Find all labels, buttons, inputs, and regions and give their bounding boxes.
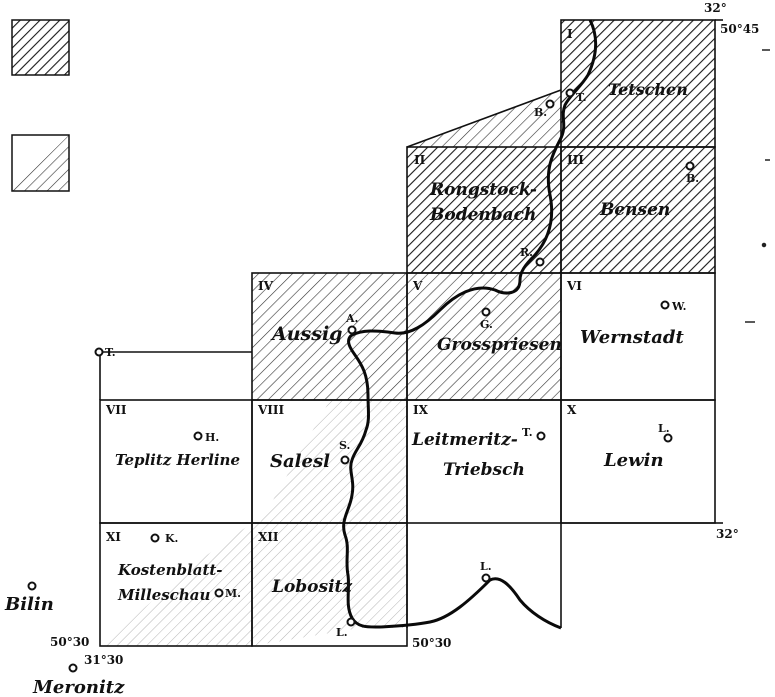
sheet-num-X: X (567, 403, 577, 417)
point-label-rongstock: R. (520, 246, 533, 259)
point-bodenbach (545, 99, 555, 109)
point-lobositz (346, 617, 356, 627)
coord-bottom-mid-lat: 50°30 (412, 636, 451, 650)
outside-places: Bilin Meronitz (4, 594, 125, 697)
hatch-sheet-VIII (260, 400, 407, 523)
legend-partial-hatch-frame (11, 134, 70, 192)
sheet-num-III: III (567, 153, 584, 167)
point-leitmeritz (481, 573, 491, 583)
point-milleschau (214, 588, 224, 598)
point-triebsch (536, 431, 546, 441)
hatch-sheet-II (407, 147, 561, 273)
legend-dense-hatch-swatch (11, 19, 70, 76)
sheet-num-IV: IV (258, 279, 274, 293)
point-herline (193, 431, 203, 441)
sheet-num-VII: VII (105, 403, 127, 417)
sheet-name-kostenblatt: Kostenblatt- (117, 561, 223, 579)
sheet-name-aussig: Aussig (270, 323, 342, 345)
sheet-grid (99, 19, 723, 647)
hatch-sheet-XI (100, 523, 252, 646)
sheet-num-XI: XI (106, 530, 121, 544)
sheet-name-triebsch: Triebsch (443, 460, 525, 480)
point-lewin (663, 433, 673, 443)
point-label-grosspriesen: G. (480, 318, 493, 331)
legend (11, 19, 70, 192)
point-label-bodenbach: B. (534, 106, 547, 119)
point-label-wernstadt: W. (671, 300, 686, 313)
sheet-name-salesl: Salesl (270, 451, 330, 472)
sheet-num-V: V (412, 279, 423, 293)
point-label-aussig: A. (345, 312, 358, 325)
sheet-name-lewin: Lewin (603, 450, 664, 471)
elbe-river (342, 19, 598, 630)
point-label-lobositz: L. (336, 626, 348, 639)
point-teplitz (94, 347, 104, 357)
point-kostenblatt (150, 533, 160, 543)
sheet-names: Tetschen Rongstock- Bodenbach Bensen Aus… (115, 80, 688, 604)
point-wernstadt (660, 300, 670, 310)
point-label-triebsch: T. (522, 426, 533, 439)
sheet-num-II: II (414, 153, 426, 167)
coord-bottom-left-lat: 50°30 (50, 635, 89, 649)
hatch-sheet-I (561, 20, 715, 147)
point-aussig (347, 325, 357, 335)
sheet-name-bensen: Bensen (599, 200, 670, 220)
point-bilin (27, 581, 37, 591)
point-meronitz (68, 663, 78, 673)
coordinate-labels: 32° 50°45 32° 50°30 31°30 50°30 (50, 1, 759, 667)
point-label-herline: H. (205, 431, 219, 444)
point-label-teplitz: T. (105, 346, 116, 359)
sheet-num-IX: IX (413, 403, 429, 417)
coord-bottom-left-lon: 31°30 (84, 653, 123, 667)
point-markers (27, 88, 695, 673)
point-label-leitmeritz: L. (480, 560, 492, 573)
sheet-name-teplitz-herline: Teplitz Herline (115, 451, 240, 469)
point-label-bensen: B. (686, 172, 699, 185)
place-meronitz: Meronitz (32, 677, 125, 697)
hatch-sheet-III (561, 147, 715, 273)
point-bensen (685, 161, 695, 171)
sheet-name-rongstock: Rongstock- (429, 180, 537, 200)
margin-marks (745, 49, 770, 323)
point-label-kostenblatt: K. (165, 532, 178, 545)
sheet-num-VIII: VIII (257, 403, 285, 417)
point-rongstock (535, 257, 545, 267)
point-label-tetschen: T. (576, 91, 587, 104)
sheet-numbers: I II III IV V VI VII VIII IX X XI XII (105, 27, 584, 544)
hatch-sheet-XII (252, 523, 407, 646)
sheet-num-I: I (567, 27, 573, 41)
legend-partial-hatch-swatch (12, 135, 69, 191)
point-label-milleschau: M. (225, 587, 241, 600)
sheet-name-bodenbach: Bodenbach (429, 205, 536, 225)
sheet-num-XII: XII (258, 530, 279, 544)
point-tetschen (565, 88, 575, 98)
sheet-name-leitmeritz: Leitmeritz- (411, 430, 518, 450)
point-grosspriesen (481, 307, 491, 317)
hatch-sheet-IV (252, 273, 407, 400)
point-salesl (340, 455, 350, 465)
sheet-name-milleschau: Milleschau (117, 586, 210, 604)
sheet-num-VI: VI (566, 279, 582, 293)
coord-right-lon: 32° (716, 527, 739, 541)
coord-top-right-lat: 50°45 (720, 22, 759, 36)
sheet-name-lobositz: Lobositz (271, 577, 352, 597)
point-labels: T. B. R. B. A. G. W. T. H. S. T. L. K. M… (105, 91, 699, 639)
sheet-name-wernstadt: Wernstadt (580, 327, 684, 348)
sheet-name-tetschen: Tetschen (608, 80, 688, 99)
hatch-fills (100, 20, 715, 646)
place-bilin: Bilin (4, 594, 54, 615)
coord-top-right-lon: 32° (704, 1, 727, 15)
sheet-name-grosspriesen: Grosspriesen (437, 335, 562, 355)
point-label-lewin: L. (658, 422, 670, 435)
point-label-salesl: S. (339, 439, 350, 452)
